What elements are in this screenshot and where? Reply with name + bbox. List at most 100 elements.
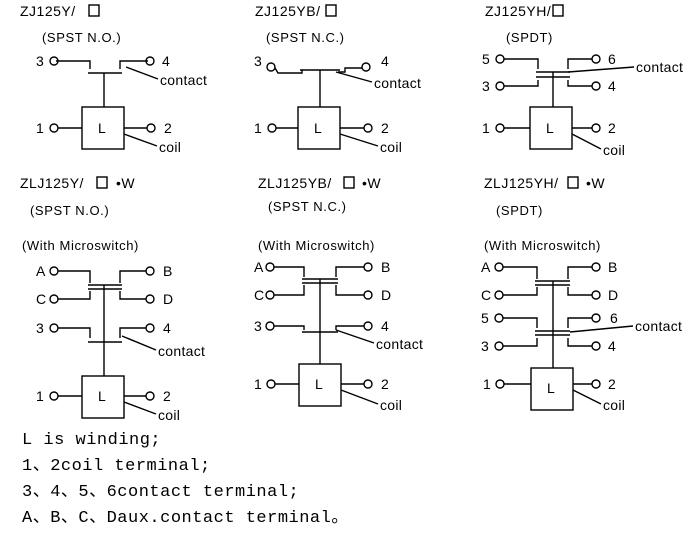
terminal-2-label: 2: [381, 120, 389, 136]
terminal-2-icon: [146, 123, 156, 133]
terminal-6-label: 6: [608, 51, 616, 67]
terminal-6-icon: [591, 313, 601, 323]
contact-label: contact: [160, 72, 207, 88]
terminal-3-label: 3: [481, 338, 489, 354]
terminal-1-label: 1: [254, 376, 262, 392]
legend-notes: L is winding; 1、2coil terminal; 3、4、5、6c…: [22, 428, 349, 532]
terminal-1-icon: [495, 379, 505, 389]
coil-label: coil: [380, 139, 402, 155]
diagram-subtitle: (SPDT): [506, 30, 553, 45]
terminal-b-label: B: [381, 259, 390, 275]
terminal-d-icon: [145, 294, 155, 304]
terminal-4-icon: [145, 323, 155, 333]
coil-label: coil: [603, 142, 625, 158]
contact-wire-left: [58, 327, 91, 338]
terminal-3-icon: [494, 341, 504, 351]
contact-pointer: [125, 66, 159, 80]
terminal-4-label: 4: [381, 53, 389, 69]
diagram-zj125yh: ZJ125YH/ (SPDT) 5 6 3 4 contact 1 2 L co…: [482, 3, 683, 158]
note-line: 3、4、5、6contact terminal;: [22, 483, 300, 502]
terminal-4-label: 4: [381, 318, 389, 334]
aux-wire-d: [567, 287, 592, 296]
terminal-4-label: 4: [608, 338, 616, 354]
coil-pointer: [123, 133, 158, 147]
terminal-a-label: A: [254, 259, 264, 275]
contact-pointer: [121, 335, 157, 351]
diagram-zlj125yb-w: ZLJ125YB/ •W (SPST N.C.) (With Microswit…: [254, 175, 423, 413]
terminal-d-icon: [363, 290, 373, 300]
terminal-c-label: C: [254, 287, 264, 303]
contact-wire-left: [274, 325, 305, 330]
coil-box: [529, 106, 573, 150]
contact-wire-right: [338, 67, 362, 73]
contact-pointer: [567, 66, 635, 73]
terminal-d-icon: [591, 290, 601, 300]
terminal-3-icon: [495, 81, 505, 91]
blank-box-icon: [88, 4, 100, 17]
diagram-title: ZJ125Y/: [20, 3, 76, 19]
diagram-title: ZLJ125YH/: [484, 175, 559, 191]
terminal-1-label: 1: [36, 120, 44, 136]
coil-box: [530, 367, 574, 411]
coil-pointer: [571, 133, 602, 150]
contact-wire-3: [503, 338, 538, 347]
coil-pointer: [339, 133, 379, 147]
coil-pointer: [123, 401, 157, 415]
diagram-title-suffix: •W: [362, 175, 381, 191]
aux-wire-a: [58, 270, 91, 283]
terminal-3-label: 3: [36, 320, 44, 336]
terminal-c-icon: [494, 290, 504, 300]
contact-label: contact: [376, 336, 423, 352]
contact-wire-5: [503, 317, 538, 328]
terminal-4-label: 4: [163, 320, 171, 336]
terminal-2-label: 2: [164, 120, 172, 136]
contact-wire-5: [504, 58, 539, 69]
coil-box: [81, 106, 125, 150]
aux-wire-b: [119, 270, 146, 283]
coil-label: coil: [159, 139, 181, 155]
terminal-d-label: D: [381, 287, 391, 303]
terminal-4-icon: [361, 62, 371, 72]
terminal-2-icon: [145, 391, 155, 401]
terminal-d-label: D: [163, 291, 173, 307]
note-line: A、B、C、Daux.contact terminal。: [22, 509, 349, 528]
terminal-1-label: 1: [254, 120, 262, 136]
contact-wire-3: [504, 80, 539, 87]
diagram-title: ZLJ125YB/: [258, 175, 332, 191]
contact-wire-right: [119, 327, 146, 338]
diagram-zlj125yh-w: ZLJ125YH/ •W (SPDT) (With Microswitch) A…: [481, 175, 682, 413]
coil-box-label: L: [98, 120, 106, 136]
contact-wire-4: [567, 80, 592, 87]
coil-box: [297, 106, 341, 150]
diagram-zj125yb: ZJ125YB/ (SPST N.C.) 3 4 contact 1 2 L c…: [254, 3, 421, 155]
terminal-6-icon: [591, 54, 601, 64]
aux-wire-b: [335, 266, 364, 277]
terminal-1-label: 1: [36, 388, 44, 404]
terminal-b-label: B: [163, 263, 172, 279]
terminal-b-icon: [363, 262, 373, 272]
terminal-3-label: 3: [254, 53, 262, 69]
terminal-c-icon: [265, 290, 275, 300]
blank-box-icon: [96, 176, 108, 189]
contact-label: contact: [374, 75, 421, 91]
terminal-a-icon: [265, 262, 275, 272]
coil-box-label: L: [547, 380, 555, 396]
coil-pointer: [572, 389, 602, 405]
coil-box-label: L: [546, 120, 554, 136]
contact-label: contact: [636, 59, 683, 75]
diagram-subtitle: (SPST N.C.): [268, 199, 347, 214]
terminal-b-label: B: [608, 259, 617, 275]
blank-box-icon: [552, 4, 564, 17]
coil-box: [298, 363, 342, 407]
note-line: L is winding;: [22, 431, 162, 450]
aux-wire-c: [58, 291, 91, 300]
coil-box-label: L: [98, 388, 106, 404]
terminal-c-icon: [49, 294, 59, 304]
blank-box-icon: [325, 4, 337, 17]
terminal-2-icon: [363, 123, 373, 133]
terminal-c-label: C: [481, 287, 491, 303]
aux-wire-d: [119, 291, 146, 300]
terminal-3-icon: [265, 321, 275, 331]
aux-wire-d: [335, 285, 364, 296]
